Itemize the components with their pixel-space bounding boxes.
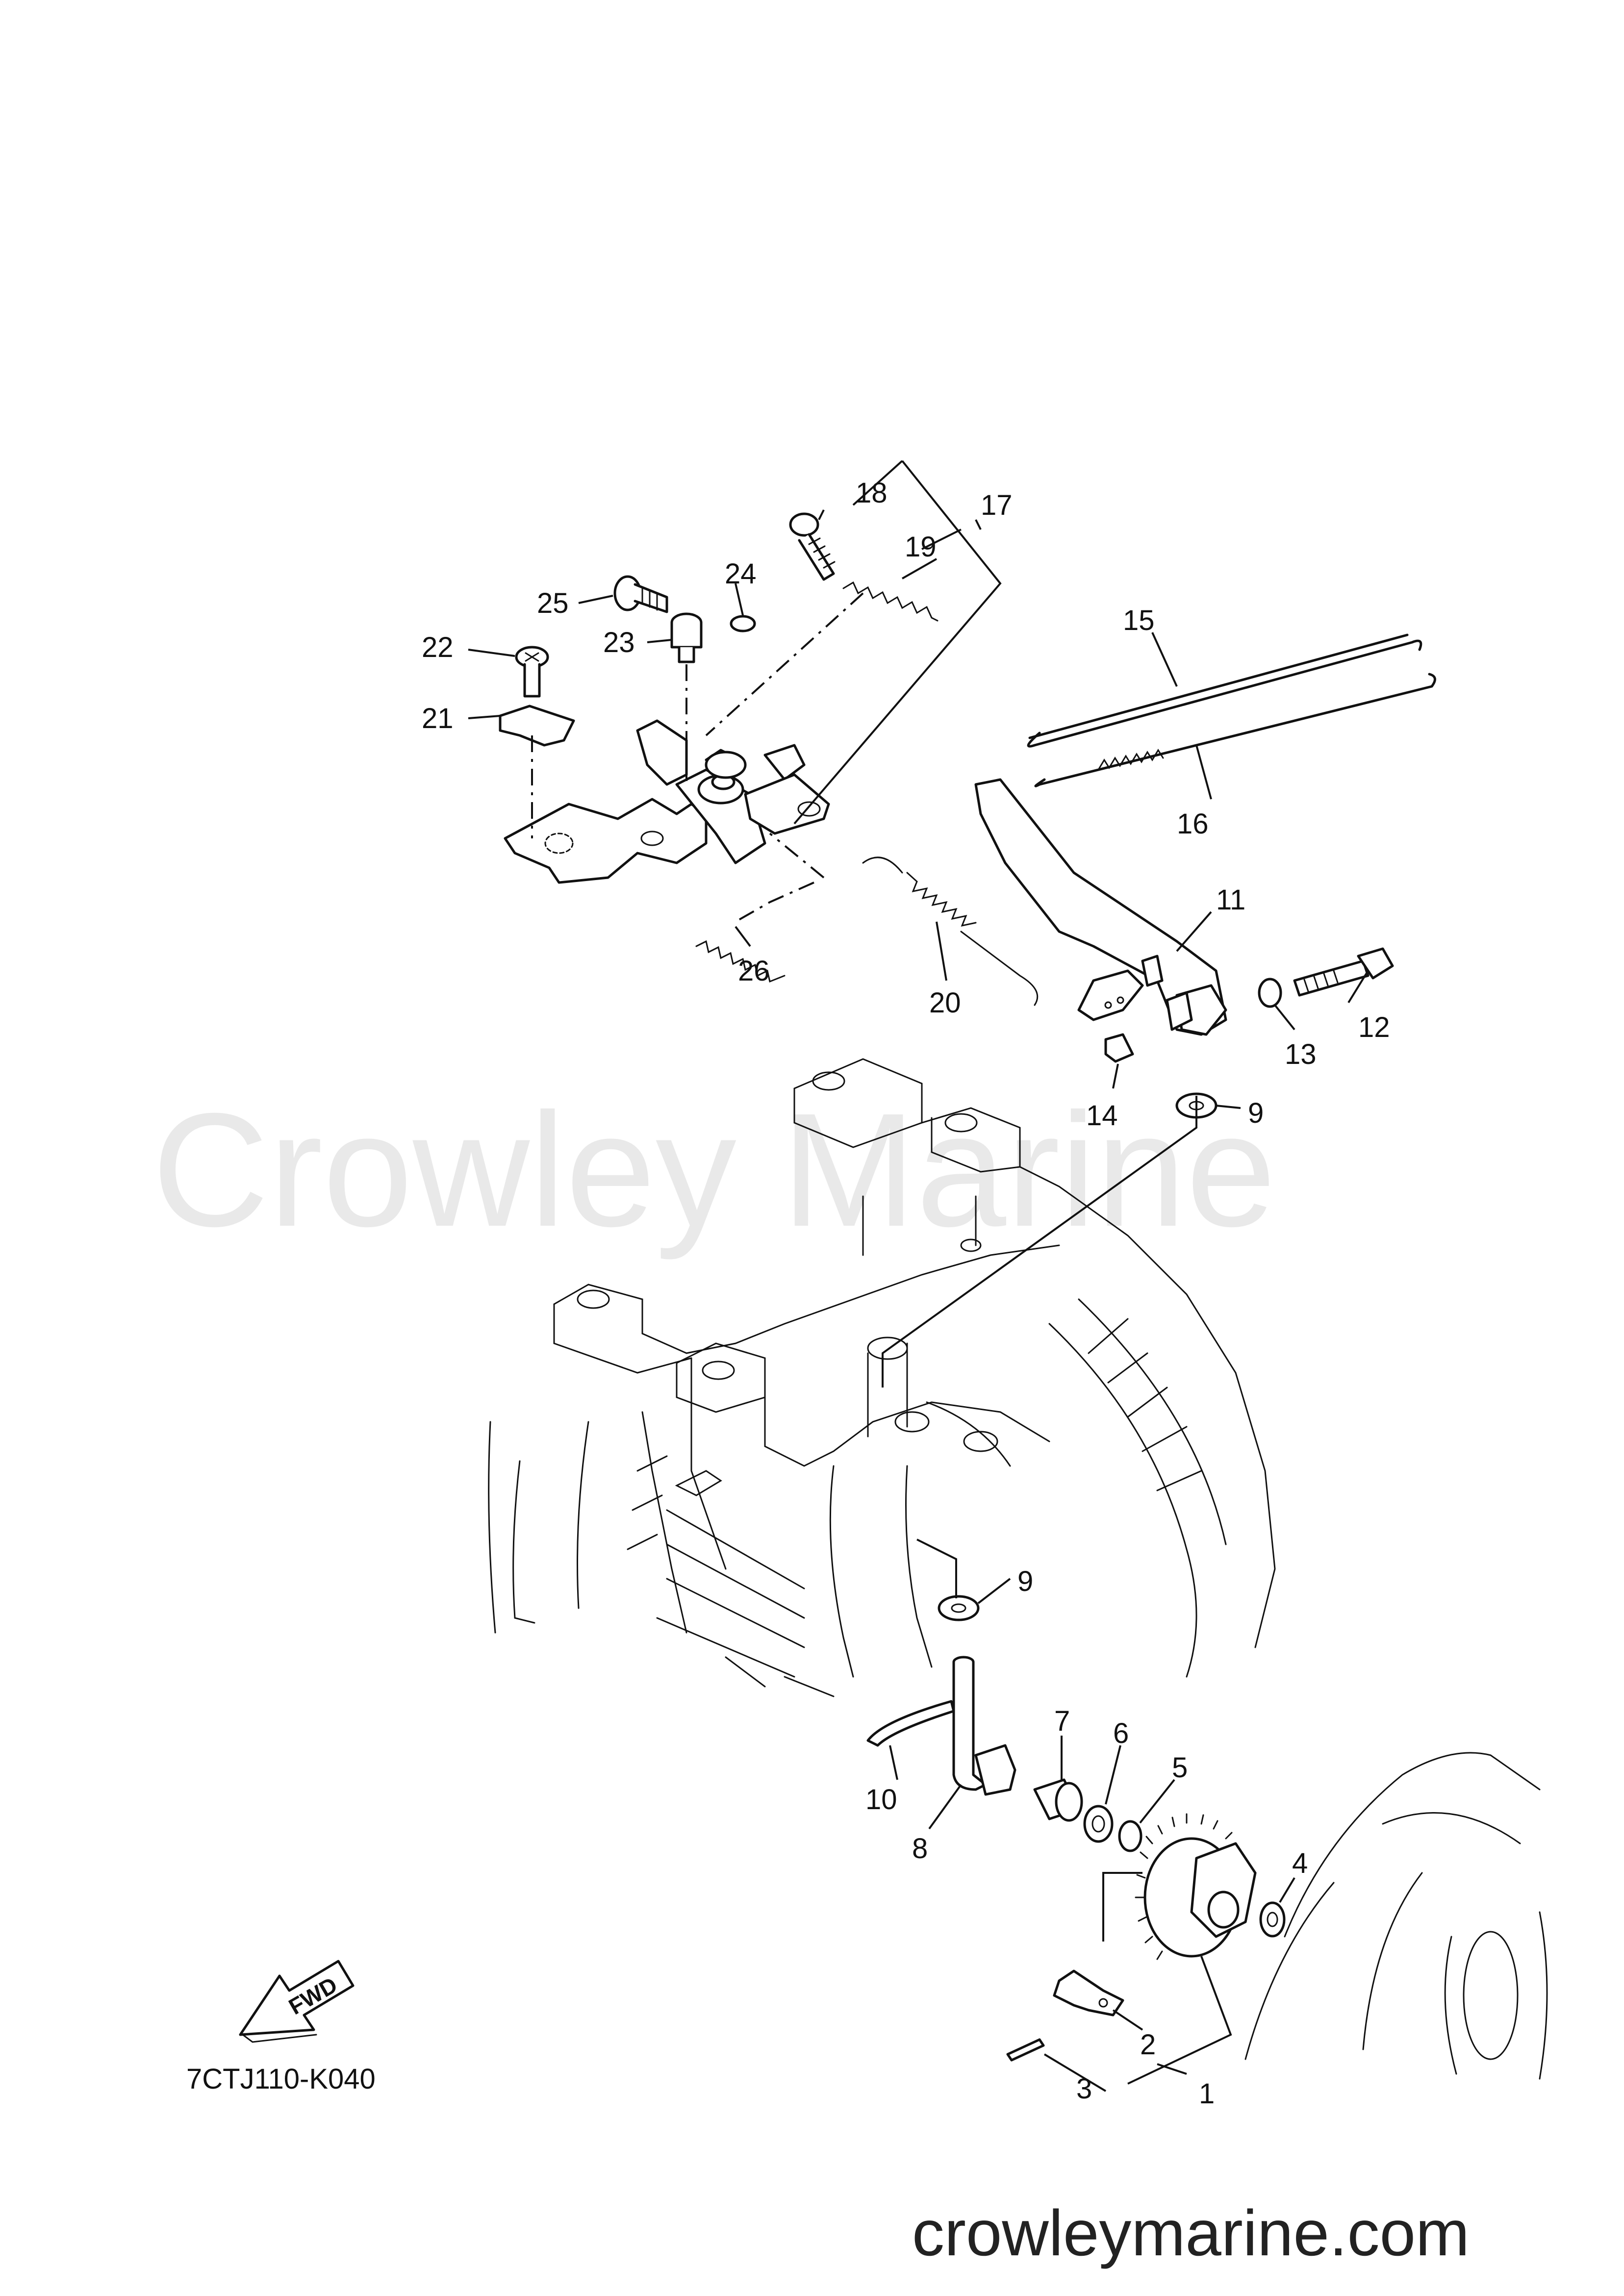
callout-20: 20 xyxy=(929,987,961,1019)
callout-14: 14 xyxy=(1086,1100,1118,1132)
callout-19: 19 xyxy=(905,531,937,563)
part-16-rod xyxy=(1034,673,1436,787)
part-7-collar xyxy=(1033,1778,1083,1822)
throttle-bracket xyxy=(504,719,830,884)
callout-1: 1 xyxy=(1199,2078,1215,2110)
watermark-text: Crowley Marine xyxy=(152,1079,1276,1261)
part-2-bracket xyxy=(1053,1969,1124,2017)
callout-8: 8 xyxy=(912,1833,928,1865)
callout-11: 11 xyxy=(1216,884,1245,916)
callout-2: 2 xyxy=(1140,2029,1156,2061)
part-13-washer xyxy=(1258,978,1282,1008)
part-12-bolt xyxy=(1293,947,1394,997)
part-6-washer xyxy=(1083,1805,1114,1843)
part-15-rod xyxy=(1033,639,1422,747)
lower-housing xyxy=(1244,1752,1548,2080)
leader-lines xyxy=(468,460,1369,2092)
part-26-spring xyxy=(695,940,786,983)
callout-13: 13 xyxy=(1285,1038,1317,1070)
callout-16: 16 xyxy=(1177,808,1209,840)
part-19-spring xyxy=(842,581,939,622)
part-21-clip xyxy=(499,705,575,747)
part-14-nut xyxy=(1104,1033,1134,1063)
callout-4: 4 xyxy=(1292,1847,1308,1879)
callout-10: 10 xyxy=(865,1784,897,1816)
callout-26: 26 xyxy=(738,955,770,987)
part-4-washer xyxy=(1259,1901,1286,1938)
part-22-screw xyxy=(515,646,549,698)
callout-23: 23 xyxy=(603,627,635,658)
part-11-lever xyxy=(974,778,1227,1036)
engine-block xyxy=(488,1058,1276,1697)
callout-labels: 18 17 19 24 25 23 22 21 15 16 11 26 20 1… xyxy=(422,477,1390,2110)
callout-12: 12 xyxy=(1358,1011,1390,1043)
part-9-washer-lower xyxy=(938,1595,980,1621)
callout-9-lower: 9 xyxy=(1017,1565,1033,1597)
part-24-washer xyxy=(730,615,756,632)
callout-18: 18 xyxy=(856,477,888,509)
callout-5: 5 xyxy=(1172,1752,1188,1784)
diagram-code: 7CTJ110-K040 xyxy=(186,2063,376,2095)
part-18-screw xyxy=(789,512,836,581)
callout-6: 6 xyxy=(1113,1717,1129,1749)
callout-9-upper: 9 xyxy=(1248,1097,1264,1129)
part-23-pin xyxy=(670,612,703,663)
callout-24: 24 xyxy=(725,558,757,590)
part-5-circlip xyxy=(1118,1820,1142,1852)
callout-17: 17 xyxy=(981,489,1013,521)
part-3-pin xyxy=(1006,2038,1045,2062)
part-20-spring xyxy=(862,857,1039,1006)
part-8-shaft xyxy=(952,1656,1016,1796)
part-25-bolt xyxy=(613,575,668,613)
website-url: crowleymarine.com xyxy=(912,2197,1470,2269)
callout-3: 3 xyxy=(1076,2073,1092,2105)
callout-21: 21 xyxy=(422,703,454,734)
part-10-cotter-pin xyxy=(866,1700,955,1747)
callout-25: 25 xyxy=(537,587,569,619)
callout-15: 15 xyxy=(1123,605,1155,636)
callout-22: 22 xyxy=(422,631,454,663)
fwd-arrow-icon: FWD xyxy=(239,1960,355,2043)
part-1-governor-gear xyxy=(1135,1813,1257,1960)
callout-7: 7 xyxy=(1054,1705,1070,1737)
